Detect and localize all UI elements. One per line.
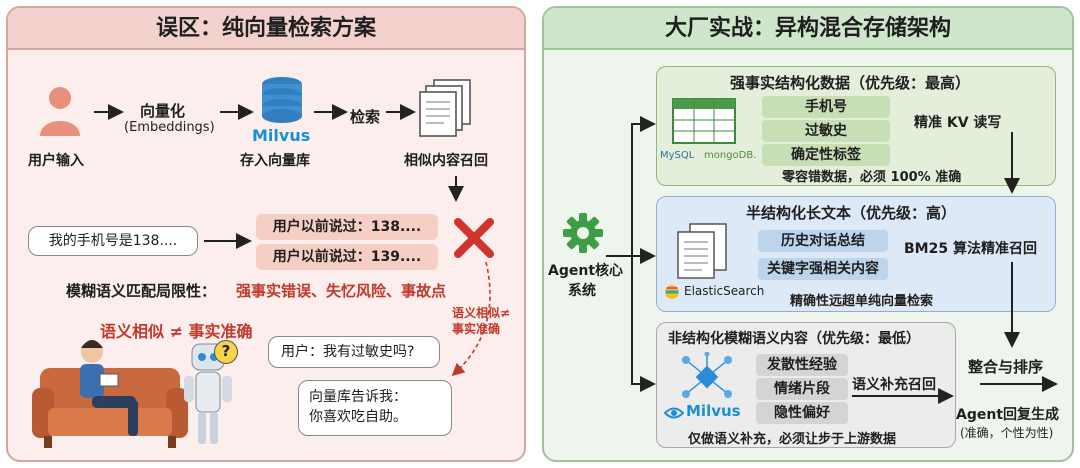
- semi-action: BM25 算法精准召回: [904, 241, 1037, 257]
- answer-line-2: 你喜欢吃自助。: [309, 409, 407, 425]
- semi-tag: 关键字强相关内容: [758, 258, 888, 280]
- user-icon: [40, 87, 80, 136]
- store-label: 存入向量库: [240, 153, 310, 169]
- answer-bubble: 向量库告诉我： 你喜欢吃自助。: [298, 380, 452, 436]
- core-label-2: 系统: [568, 283, 596, 299]
- user-question-bubble: 用户：我有过敏史吗?: [268, 336, 440, 368]
- network-cube-icon: [682, 352, 732, 398]
- limit-items: 强事实错误、失忆风险、事故点: [236, 282, 447, 300]
- unstructured-tag: 隐性偏好: [756, 402, 848, 424]
- output-note: (准确，个性为性): [960, 426, 1054, 440]
- milvus-logo-right: Milvus: [686, 402, 741, 420]
- table-icon: [672, 98, 736, 144]
- unstructured-footer: 仅做语义补充，必须让步于上游数据: [688, 432, 897, 447]
- database-icon: [262, 77, 302, 123]
- output-label: Agent回复生成: [956, 407, 1060, 423]
- retrieve-label: 检索: [350, 108, 381, 126]
- side-note-1: 语义相似≠: [452, 306, 511, 320]
- structured-tag: 过敏史: [762, 120, 890, 142]
- result-item: 用户以前说过：139....: [256, 244, 438, 270]
- milvus-eye-icon: [664, 407, 684, 419]
- structured-footer: 零容错数据，必须 100% 准确: [782, 170, 962, 185]
- structured-tag: 确定性标签: [762, 144, 890, 166]
- side-note-2: 事实准确: [452, 322, 501, 336]
- query-text: 我的手机号是138....: [48, 233, 178, 249]
- limit-label: 模糊语义匹配局限性：: [66, 282, 217, 300]
- semi-footer: 精确性远超单纯向量检索: [790, 294, 934, 309]
- gear-icon: [563, 213, 603, 253]
- answer-line-1: 向量库告诉我：: [309, 389, 407, 405]
- structured-title: 强事实结构化数据（优先级：最高）: [730, 74, 971, 92]
- result-item: 用户以前说过：138....: [256, 214, 438, 240]
- recall-label: 相似内容召回: [404, 153, 488, 169]
- documents-icon: [419, 79, 471, 137]
- semi-title: 半结构化长文本（优先级：高）: [746, 204, 957, 222]
- unstructured-tag: 发散性经验: [756, 354, 848, 376]
- core-label-1: Agent核心: [548, 263, 624, 279]
- unstructured-tag: 情绪片段: [756, 378, 848, 400]
- structured-tag: 手机号: [762, 96, 890, 118]
- question-bubble-icon: ?: [214, 340, 238, 364]
- elasticsearch-icon: [665, 285, 679, 299]
- unstructured-action: 语义补充召回: [852, 377, 936, 393]
- query-box: 我的手机号是138....: [28, 226, 198, 256]
- user-question-text: 用户：我有过敏史吗?: [281, 344, 415, 360]
- left-panel-title: 误区：纯向量检索方案: [8, 8, 524, 50]
- unstructured-title: 非结构化模糊语义内容（优先级：最低）: [668, 331, 920, 347]
- semi-tag: 历史对话总结: [758, 230, 888, 252]
- vectorize-label: 向量化: [140, 102, 186, 120]
- elasticsearch-logo: ElasticSearch: [684, 284, 765, 298]
- scene-illustration: [32, 340, 232, 448]
- merge-label: 整合与排序: [968, 358, 1044, 376]
- milvus-logo-text: Milvus: [252, 126, 311, 145]
- error-x-icon: [454, 218, 494, 258]
- structured-action: 精准 KV 读写: [914, 115, 1002, 131]
- user-input-label: 用户输入: [28, 153, 84, 169]
- mysql-logo: MySQL: [660, 150, 695, 161]
- embeddings-label: (Embeddings): [124, 120, 215, 135]
- text-documents-icon: [677, 223, 727, 279]
- headline-text: 语义相似 ≠ 事实准确: [100, 322, 253, 341]
- mongodb-logo: mongoDB.: [704, 150, 757, 161]
- right-panel-title: 大厂实战：异构混合存储架构: [544, 8, 1072, 50]
